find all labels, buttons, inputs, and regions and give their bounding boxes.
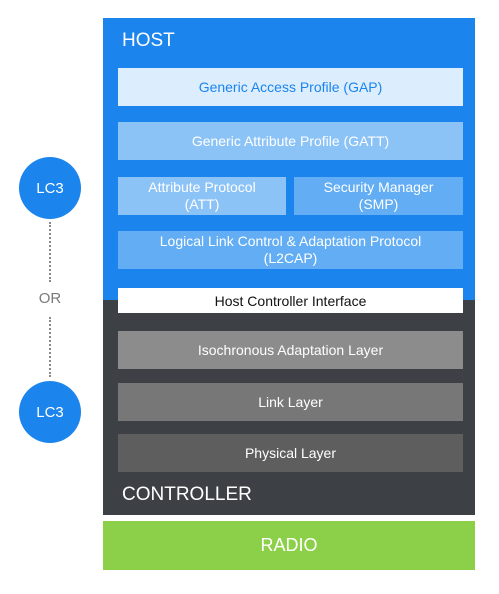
radio-block: RADIO (103, 521, 475, 570)
controller-title: CONTROLLER (122, 484, 252, 505)
smp-label-line2: (SMP) (358, 196, 399, 212)
lc3-codec-top: LC3 (19, 157, 81, 219)
hci-layer: Host Controller Interface (118, 288, 463, 313)
hci-label: Host Controller Interface (214, 292, 367, 309)
l2cap-label-line1: Logical Link Control & Adaptation Protoc… (159, 233, 422, 249)
gatt-layer: Generic Attribute Profile (GATT) (118, 122, 463, 160)
l2cap-layer: Logical Link Control & Adaptation Protoc… (118, 231, 463, 269)
phy-label: Physical Layer (244, 445, 337, 461)
link-label: Link Layer (258, 394, 323, 410)
gap-label: Generic Access Profile (GAP) (198, 78, 383, 95)
att-layer: Attribute Protocol (ATT) (118, 177, 286, 215)
lc3-codec-bottom: LC3 (19, 381, 81, 443)
l2cap-label-line2: (L2CAP) (263, 250, 318, 266)
gatt-label: Generic Attribute Profile (GATT) (191, 132, 390, 149)
lc3-top-label: LC3 (36, 179, 64, 197)
or-label: OR (38, 290, 62, 307)
radio-label: RADIO (260, 535, 318, 555)
physical-layer: Physical Layer (118, 434, 463, 472)
link-layer: Link Layer (118, 383, 463, 421)
dotted-connector-bottom (49, 317, 51, 377)
smp-layer: Security Manager (SMP) (294, 177, 463, 215)
iso-layer: Isochronous Adaptation Layer (118, 331, 463, 369)
host-title: HOST (122, 30, 175, 51)
dotted-connector-top (49, 222, 51, 282)
att-label-line2: (ATT) (184, 196, 220, 212)
smp-label-line1: Security Manager (323, 179, 434, 195)
lc3-bottom-label: LC3 (36, 403, 64, 421)
iso-label: Isochronous Adaptation Layer (197, 342, 384, 358)
gap-layer: Generic Access Profile (GAP) (118, 68, 463, 106)
att-label-line1: Attribute Protocol (148, 179, 256, 195)
